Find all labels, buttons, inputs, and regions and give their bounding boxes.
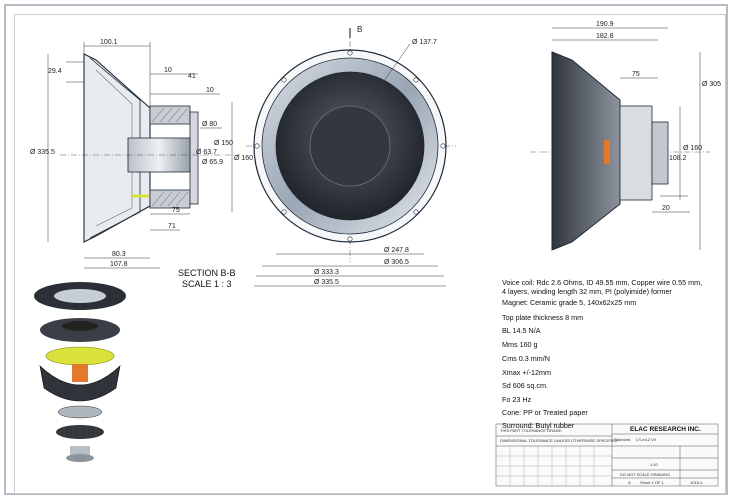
sheet-size: A	[628, 480, 631, 485]
dim-41: 41	[188, 73, 196, 80]
spec-line: Surround: Butyl rubber	[502, 421, 575, 430]
spec-line: BL 14.5 N/A	[502, 326, 541, 335]
drawing-border	[14, 14, 726, 494]
dim-190-9: 190.9	[596, 21, 614, 28]
dim-dia-160: Ø 160	[234, 155, 253, 162]
dim-10-b: 10	[206, 87, 214, 94]
sheet-number: Sheet 1 OF 1	[640, 480, 665, 485]
company-name: ELAC RESEARCH INC.	[630, 426, 701, 433]
dim-75-left: 75	[172, 207, 180, 214]
spec-line: 4 layers, winding length 32 mm, PI (poly…	[502, 287, 672, 296]
dim-29-4: 29.4	[48, 68, 62, 75]
dim-dia-247-8: Ø 247.8	[384, 247, 409, 254]
dim-dia-65-9: Ø 65.9	[202, 159, 223, 166]
tolerance-header: THIS PART TOLERANCE GRADE:	[500, 428, 562, 433]
spec-line: Cms 0.3 mm/N	[502, 354, 550, 363]
tolerance-subheader: DIMENSIONAL TOLERANCE UNLESS OTHERWISE S…	[500, 438, 618, 443]
dim-107-8: 107.8	[110, 261, 128, 268]
no-scale-note: DO NOT SCALE DRAWING	[620, 472, 670, 477]
spec-line: Cone: PP or Treated paper	[502, 408, 588, 417]
dim-10-a: 10	[164, 67, 172, 74]
standard-label: Standard	[614, 437, 630, 442]
dim-75-right: 75	[632, 71, 640, 78]
spec-line: Xmax +/-12mm	[502, 368, 551, 377]
front-view: Ø 137.7 B Ø 247.8 Ø 306.5 Ø 333.3 Ø 335.…	[246, 25, 456, 287]
dim-182-8: 182.8	[596, 33, 614, 40]
speaker-exploded-view-icon	[34, 282, 126, 462]
part-number: LS-m12 V0	[636, 437, 657, 442]
drawing-scale: 1:10	[650, 462, 659, 467]
revision: 1015-1	[690, 480, 703, 485]
dim-dia-160-right: Ø 160	[683, 145, 702, 152]
section-title: SECTION B-B	[178, 268, 236, 278]
spec-line: Voice coil: Rdc 2.6 Ohms, ID 49.55 mm, C…	[502, 278, 703, 287]
dim-71: 71	[168, 223, 176, 230]
spec-line: Top plate thickness 8 mm	[502, 313, 584, 322]
dim-dia-80: Ø 80	[202, 121, 217, 128]
section-view-left: 100.1 29.4 10 41 10 Ø 80 Ø 150 Ø 63.7 Ø …	[30, 39, 253, 269]
spec-line: Sd 606 sq.cm.	[502, 381, 548, 390]
dim-dia-63-7: Ø 63.7	[196, 149, 217, 156]
dim-dia-305: Ø 305	[702, 81, 721, 88]
spec-line: Mms 160 g	[502, 340, 538, 349]
section-marker-b: B	[357, 25, 362, 34]
dim-108-2: 108.2	[669, 155, 687, 162]
dim-80-3: 80.3	[112, 251, 126, 258]
dim-dia-306-5: Ø 306.5	[384, 259, 409, 266]
side-view-right: 190.9 182.8 75 Ø 305 Ø 160 108.2 20	[530, 21, 721, 251]
dim-100-1: 100.1	[100, 39, 118, 46]
dim-dia-335-5-left: Ø 335.5	[30, 149, 55, 156]
spec-line: Fo 23 Hz	[502, 395, 532, 404]
dim-dia-137-7: Ø 137.7	[412, 39, 437, 46]
section-scale: SCALE 1 : 3	[182, 279, 232, 289]
dim-20: 20	[662, 205, 670, 212]
dim-dia-150: Ø 150	[214, 140, 233, 147]
dim-dia-333-3: Ø 333.3	[314, 269, 339, 276]
spec-line: Magnet: Ceramic grade 5, 140x62x25 mm	[502, 298, 637, 307]
title-block	[495, 423, 719, 487]
dim-dia-335-5-front: Ø 335.5	[314, 279, 339, 286]
